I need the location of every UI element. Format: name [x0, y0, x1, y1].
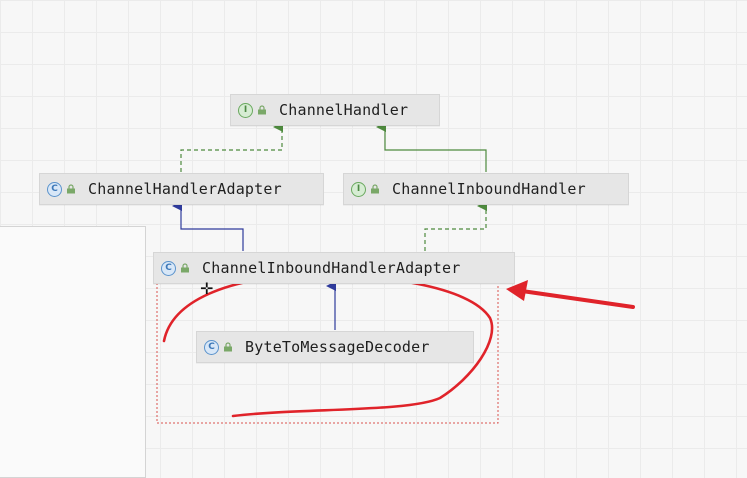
- class-icon: C: [161, 260, 176, 276]
- node-label: ChannelHandlerAdapter: [88, 180, 282, 198]
- lock-icon: [371, 184, 379, 194]
- node-channel-inbound-handler[interactable]: I ChannelInboundHandler: [343, 173, 629, 205]
- lock-icon: [67, 184, 75, 194]
- highlight-arrow-head: [506, 280, 528, 301]
- class-icon: C: [204, 339, 219, 355]
- edge-adapter-to-handler: [180, 122, 283, 172]
- class-icon: C: [47, 181, 62, 197]
- selection-box: [156, 266, 499, 424]
- lock-icon: [181, 263, 189, 273]
- move-cursor-icon: ✛: [200, 279, 214, 298]
- node-label: ByteToMessageDecoder: [245, 338, 430, 356]
- lock-icon: [258, 105, 266, 115]
- edge-inbound-adapter-to-inbound: [424, 201, 487, 251]
- node-label: ChannelHandler: [279, 101, 409, 119]
- node-channel-handler[interactable]: I ChannelHandler: [230, 94, 440, 126]
- highlight-arrow-shaft: [520, 289, 635, 309]
- interface-icon: I: [238, 102, 253, 118]
- node-label: ChannelInboundHandlerAdapter: [202, 259, 461, 277]
- side-panel: [0, 226, 146, 478]
- lock-icon: [224, 342, 232, 352]
- node-channel-inbound-handler-adapter[interactable]: C ChannelInboundHandlerAdapter: [153, 252, 515, 284]
- interface-icon: I: [351, 181, 366, 197]
- node-label: ChannelInboundHandler: [392, 180, 586, 198]
- edge-inbound-to-handler: [376, 122, 487, 172]
- edge-inbound-adapter-to-adapter: [172, 201, 244, 251]
- node-byte-to-message-decoder[interactable]: C ByteToMessageDecoder: [196, 331, 474, 363]
- highlight-circle: [162, 274, 494, 418]
- node-channel-handler-adapter[interactable]: C ChannelHandlerAdapter: [39, 173, 324, 205]
